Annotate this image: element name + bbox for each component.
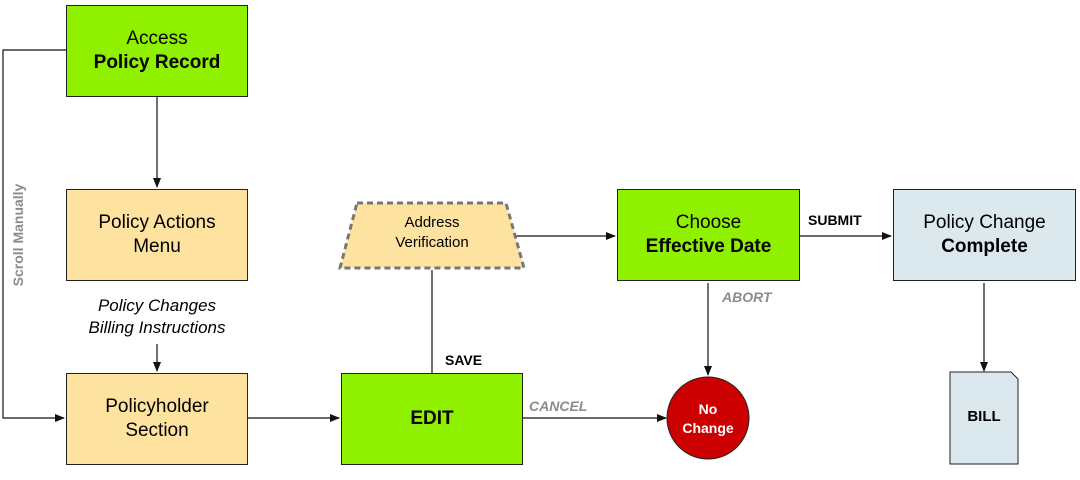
abort-label: ABORT — [722, 289, 772, 305]
menu-option-billing-instructions: Billing Instructions — [88, 318, 226, 337]
address-verification-label: Address Verification — [340, 213, 524, 253]
arrow-scroll-manually — [2, 49, 66, 422]
cancel-label: CANCEL — [529, 398, 588, 414]
effective-date-line2: Effective Date — [645, 236, 772, 257]
bill-document-shape — [949, 371, 1019, 465]
policyholder-section-node: Policyholder Section — [66, 373, 248, 465]
menu-options-note: Policy Changes Billing Instructions — [62, 295, 252, 339]
bill-label: BILL — [967, 408, 1001, 425]
access-policy-record-node: Access Policy Record — [66, 5, 248, 97]
policyholder-line2: Section — [125, 420, 189, 441]
no-change-label: No Change — [666, 400, 750, 438]
address-verification-shape — [338, 201, 526, 270]
actions-menu-line2: Menu — [133, 236, 181, 257]
scroll-manually-label: Scroll Manually — [10, 183, 26, 287]
policy-actions-menu-node: Policy Actions Menu — [66, 189, 248, 281]
address-line1: Address — [404, 214, 460, 231]
edit-node: EDIT — [341, 373, 523, 465]
submit-label: SUBMIT — [808, 212, 862, 228]
complete-line1: Policy Change — [923, 212, 1046, 233]
no-change-line2: Change — [682, 420, 734, 436]
effective-date-node: Choose Effective Date — [617, 189, 800, 281]
actions-menu-line1: Policy Actions — [98, 212, 216, 233]
no-change-circle — [666, 376, 750, 460]
effective-date-line1: Choose — [675, 212, 742, 233]
edit-label: EDIT — [410, 408, 454, 429]
complete-line2: Complete — [941, 236, 1028, 257]
policy-change-complete-node: Policy Change Complete — [893, 189, 1076, 281]
access-line2: Policy Record — [93, 52, 221, 73]
save-label: SAVE — [445, 352, 483, 368]
policyholder-line1: Policyholder — [105, 396, 209, 417]
access-line1: Access — [126, 28, 188, 49]
menu-option-policy-changes: Policy Changes — [97, 296, 217, 315]
no-change-line1: No — [698, 401, 718, 417]
address-line2: Verification — [395, 234, 469, 251]
